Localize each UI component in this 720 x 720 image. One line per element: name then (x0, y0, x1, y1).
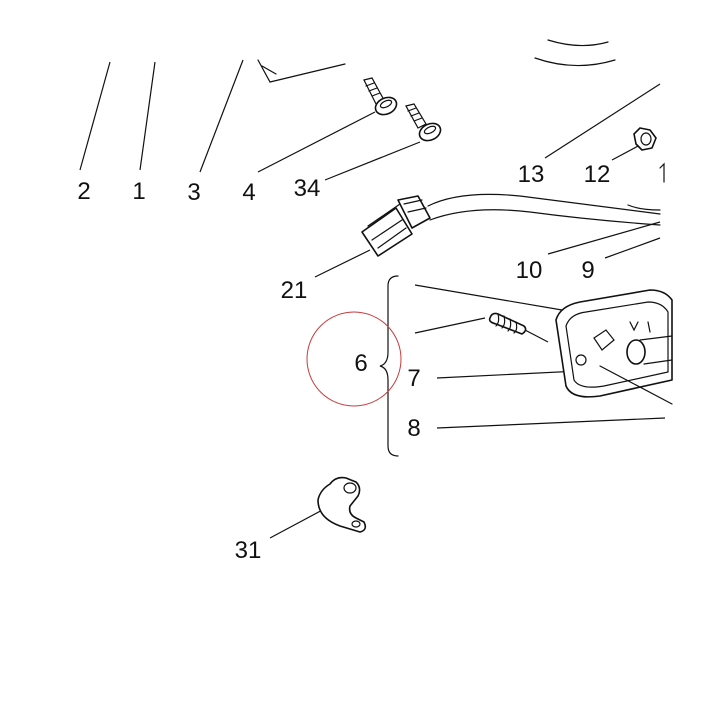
label-12: 12 (584, 161, 611, 188)
group-bracket (379, 275, 399, 457)
label-4: 4 (242, 179, 255, 206)
label-1: 1 (132, 178, 145, 205)
leader-lines (79, 59, 666, 539)
label-3: 3 (187, 179, 200, 206)
label-6: 6 (354, 350, 367, 377)
screw-34 (405, 103, 442, 142)
label-31: 31 (235, 537, 262, 564)
highlight-circle (306, 311, 402, 407)
label-10: 10 (516, 257, 543, 284)
cable-harness (427, 193, 661, 226)
label-21: 21 (281, 277, 308, 304)
nut-12 (633, 127, 657, 151)
cable-clip-31 (317, 476, 367, 533)
housing-arc-fragment (534, 57, 616, 67)
label-9: 9 (581, 257, 594, 284)
label-13: 13 (518, 161, 545, 188)
screw-4 (363, 77, 398, 116)
label-2: 2 (77, 178, 90, 205)
housing-arc-fragment-2 (547, 39, 609, 47)
label-fragment (659, 162, 665, 183)
label-7: 7 (407, 365, 420, 392)
connector-21 (361, 195, 431, 257)
spring-screw (488, 312, 527, 335)
lamp-housing (555, 289, 673, 405)
label-8: 8 (407, 415, 420, 442)
label-34: 34 (294, 175, 321, 202)
bracket-fragment (257, 59, 346, 83)
